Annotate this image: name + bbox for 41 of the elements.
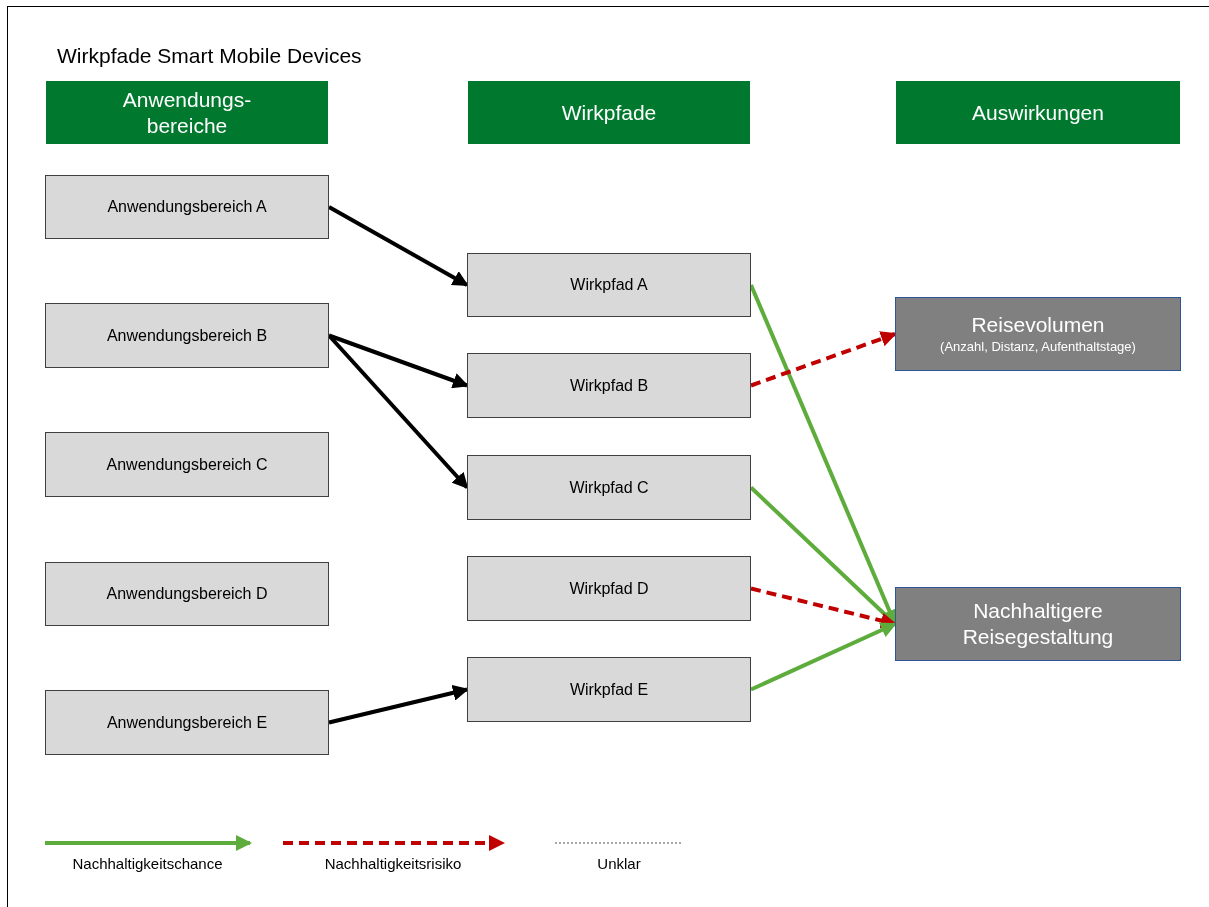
- process-box: [467, 253, 751, 317]
- process-box: [45, 303, 329, 368]
- arrow: [750, 331, 897, 388]
- arrow: [328, 205, 469, 287]
- arrow: [750, 622, 897, 692]
- node-label: Wirkpfade: [561, 99, 657, 126]
- process-box: [45, 175, 329, 239]
- diagram-title: Wirkpfade Smart Mobile Devices: [57, 43, 362, 69]
- arrow: [750, 586, 897, 629]
- process-box: [45, 432, 329, 497]
- node-label: Anwendungsbereich D: [106, 584, 268, 604]
- process-box: [467, 657, 751, 722]
- process-box: [467, 556, 751, 621]
- legend-label: Nachhaltigkeitschance: [71, 854, 224, 874]
- node-label: Wirkpfad A: [570, 275, 648, 295]
- impact-box: [895, 297, 1181, 371]
- impact-box: [895, 587, 1181, 661]
- node-label: Wirkpfad B: [569, 375, 649, 396]
- node-label: Wirkpfad D: [569, 578, 649, 599]
- node-label: Anwendungs- bereiche: [121, 86, 253, 139]
- arrow: [328, 333, 469, 389]
- node-label: Anwendungsbereich A: [107, 197, 267, 217]
- impact-title: Nachhaltigere Reisegestaltung: [961, 598, 1115, 650]
- process-box: [467, 455, 751, 520]
- legend-label: Nachhaltigkeitsrisiko: [323, 854, 463, 874]
- node-label: Anwendungsbereich E: [106, 712, 268, 733]
- process-box: [45, 690, 329, 755]
- column-header: [895, 80, 1181, 145]
- process-box: [467, 353, 751, 418]
- node-label: Wirkpfad C: [569, 477, 649, 498]
- column-header: [467, 80, 751, 145]
- node-label: Anwendungsbereich C: [106, 454, 268, 475]
- legend-label: Unklar: [596, 854, 642, 874]
- impact-title: Reisevolumen: [971, 312, 1105, 338]
- node-label: Auswirkungen: [972, 99, 1104, 126]
- impact-subtitle: (Anzahl, Distanz, Aufenthaltstage): [940, 338, 1136, 356]
- column-header: [45, 80, 329, 145]
- process-box: [45, 562, 329, 626]
- arrow: [328, 685, 469, 725]
- node-label: Wirkpfad E: [569, 679, 649, 700]
- node-label: Anwendungsbereich B: [106, 325, 268, 346]
